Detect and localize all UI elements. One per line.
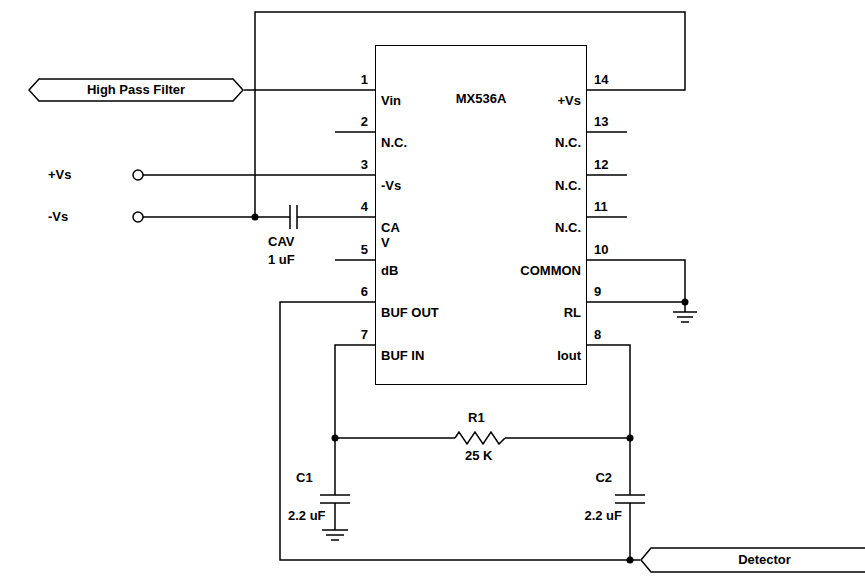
supply-wire	[143, 216, 375, 218]
pin-number: 7	[361, 327, 368, 342]
pin-name: BUF OUT	[381, 305, 439, 320]
ground-symbol	[322, 530, 348, 540]
pin-number: 8	[594, 327, 601, 342]
port-tag: Detector	[640, 547, 865, 573]
supply-wire	[255, 12, 685, 217]
pin-number: 6	[361, 284, 368, 299]
pin-name: -Vs	[381, 178, 401, 193]
port-name: High Pass Filter	[28, 78, 244, 102]
pin-name: N.C.	[555, 135, 581, 150]
part-name: MX536A	[376, 91, 586, 106]
pin-name: CA V	[381, 220, 405, 250]
pin-number: 5	[361, 242, 368, 257]
part-value: 25 K	[465, 448, 492, 463]
junction-dot	[332, 435, 339, 442]
pin-number: 9	[594, 284, 601, 299]
pin-lead	[587, 132, 627, 217]
pin-name: Iout	[557, 348, 581, 363]
pin-name: N.C.	[381, 135, 407, 150]
resistor-symbol	[455, 432, 505, 444]
terminal-circle	[133, 212, 143, 222]
wire	[587, 260, 685, 302]
pin-name: RL	[564, 305, 581, 320]
pin-name: N.C.	[555, 220, 581, 235]
part-name: C1	[296, 470, 313, 485]
junction-dot	[252, 214, 259, 221]
port-shape	[29, 79, 243, 101]
pin-number: 12	[594, 157, 608, 172]
part-name: R1	[468, 410, 485, 425]
signal-wire	[244, 89, 375, 91]
signal-wire	[280, 302, 640, 560]
pin-number: 10	[594, 242, 608, 257]
capacitor-symbol	[290, 205, 297, 229]
pin-number: 13	[594, 114, 608, 129]
junction-dot	[682, 299, 689, 306]
part-value: 1 uF	[268, 252, 295, 267]
part-value: 2.2 uF	[288, 508, 326, 523]
supply-wire	[143, 174, 375, 176]
supply-label: +Vs	[48, 167, 72, 182]
junction-dot	[627, 435, 634, 442]
port-shape	[641, 548, 865, 572]
pin-name: N.C.	[555, 178, 581, 193]
wire	[505, 345, 630, 438]
supply-label: -Vs	[48, 209, 68, 224]
pin-name: dB	[381, 263, 398, 278]
pin-lead	[335, 259, 375, 261]
capacitor-symbol	[615, 438, 645, 560]
pin-number: 11	[594, 199, 608, 214]
pin-lead	[335, 131, 375, 133]
pin-number: 4	[361, 199, 368, 214]
pin-name: BUF IN	[381, 348, 424, 363]
pin-number: 2	[361, 114, 368, 129]
terminal-circle	[133, 170, 143, 180]
pin-name: COMMON	[520, 263, 581, 278]
pin-number: 14	[594, 72, 608, 87]
part-value: 2.2 uF	[584, 508, 622, 523]
pin-number: 1	[361, 72, 368, 87]
part-name: C2	[595, 470, 612, 485]
part-name: CAV	[268, 234, 294, 249]
wire	[335, 345, 455, 438]
pin-number: 3	[361, 157, 368, 172]
ic-chip: MX536AVinN.C. -Vs CA V dB BUF OUT BUF IN Iout R…	[375, 45, 587, 385]
port-name: Detector	[640, 547, 865, 573]
pin-name: +Vs	[558, 93, 582, 108]
port-tag: High Pass Filter	[28, 78, 244, 102]
pin-name: Vin	[381, 93, 401, 108]
